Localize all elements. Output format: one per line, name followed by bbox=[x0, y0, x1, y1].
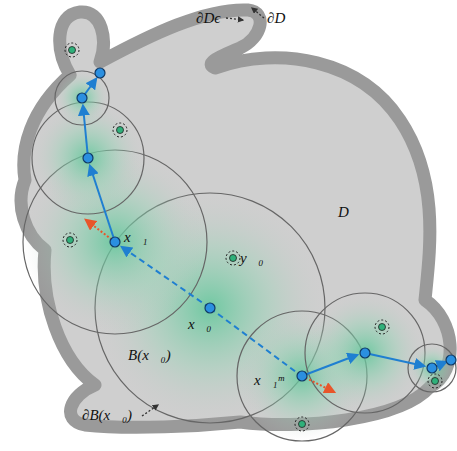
math-label: ∂Dϵ bbox=[196, 10, 220, 27]
math-label: x⃗₁ bbox=[124, 229, 148, 246]
walk-steps bbox=[82, 79, 446, 392]
walk-points bbox=[77, 68, 456, 381]
math-label: ∂D bbox=[267, 10, 285, 27]
spheres bbox=[23, 71, 456, 441]
math-label: y⃗₀ bbox=[240, 250, 264, 267]
math-label: x⃗₁ᵐ bbox=[254, 372, 284, 389]
domain-shape bbox=[21, 10, 450, 427]
math-label: B(x⃗₀) bbox=[128, 347, 171, 364]
math-label: x⃗₀ bbox=[188, 316, 212, 333]
math-label: ∂B(x⃗₀) bbox=[82, 407, 132, 424]
sample-points bbox=[63, 43, 442, 431]
math-label: D bbox=[338, 204, 349, 221]
